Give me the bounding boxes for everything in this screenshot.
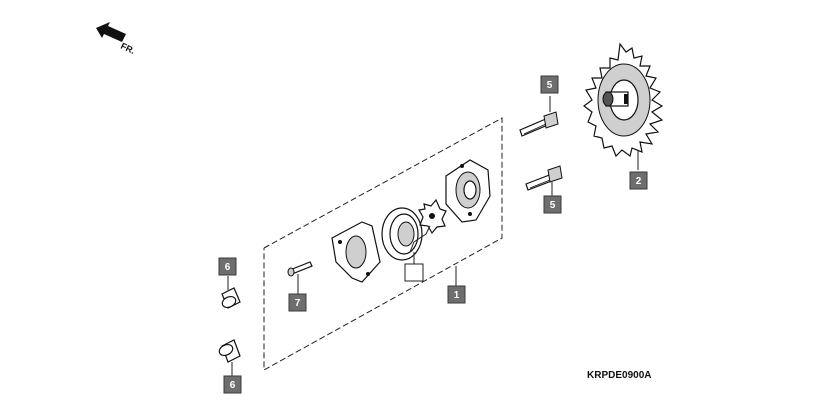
diagram-code: KRPDE0900A [587, 370, 651, 381]
pump-cover-plate [331, 221, 381, 283]
callout-5-upper[interactable]: 5 [540, 75, 559, 94]
flange-bolt-lower [525, 165, 563, 191]
dowel-pin-upper [221, 287, 241, 309]
callout-2[interactable]: 2 [629, 171, 648, 190]
callout-empty-box[interactable] [404, 263, 424, 282]
svg-text:5: 5 [547, 80, 553, 91]
svg-text:7: 7 [295, 298, 301, 309]
small-screw [287, 261, 313, 277]
callout-1[interactable]: 1 [447, 285, 466, 304]
svg-text:2: 2 [636, 176, 642, 187]
svg-text:5: 5 [550, 200, 556, 211]
dowel-pin-lower [218, 339, 241, 363]
svg-text:1: 1 [454, 290, 460, 301]
front-direction-arrow-icon: FR. [96, 22, 137, 56]
callout-6-lower[interactable]: 6 [223, 375, 242, 394]
callout-5-lower[interactable]: 5 [543, 195, 562, 214]
assembly-group-boundary [263, 117, 503, 371]
svg-text:6: 6 [225, 262, 231, 273]
callout-7[interactable]: 7 [288, 293, 307, 312]
front-direction-label: FR. [119, 41, 136, 56]
flange-bolt-upper [519, 111, 559, 137]
driven-sprocket [583, 42, 664, 158]
callout-6-upper[interactable]: 6 [218, 257, 237, 276]
svg-text:6: 6 [230, 380, 236, 391]
outer-rotor [381, 207, 423, 261]
leader-rotor-set [409, 225, 431, 253]
inner-rotor [418, 198, 447, 235]
pump-body [445, 159, 491, 223]
